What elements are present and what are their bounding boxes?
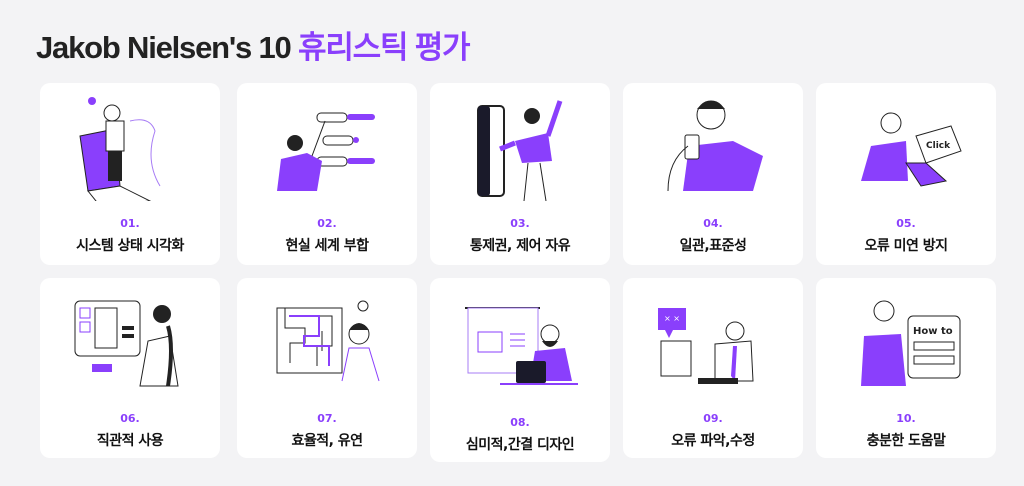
card-label: 오류 파악,수정 bbox=[671, 433, 755, 449]
heuristic-card-06[interactable]: 06. 직관적 사용 bbox=[40, 278, 220, 458]
card-label: 직관적 사용 bbox=[96, 433, 164, 449]
page-title: Jakob Nielsen's 10 휴리스틱 평가 bbox=[36, 30, 471, 65]
card-label: 통제권, 제어 자유 bbox=[469, 238, 571, 254]
heuristic-card-08[interactable]: 08. 심미적,간결 디자인 bbox=[430, 278, 610, 462]
card-label: 효율적, 유연 bbox=[291, 433, 363, 449]
laptop-person-illustration bbox=[79, 97, 161, 201]
card-number: 08. bbox=[510, 416, 530, 429]
card-label: 일관,표준성 bbox=[679, 238, 747, 254]
card-label: 오류 미연 방지 bbox=[864, 238, 948, 254]
heuristic-card-09[interactable]: × × 09. 오류 파악,수정 bbox=[623, 278, 803, 458]
card-number: 02. bbox=[317, 217, 337, 230]
maze-lightbulb-illustration bbox=[276, 300, 380, 382]
card-number: 07. bbox=[317, 412, 337, 425]
card-label: 시스템 상태 시각화 bbox=[76, 238, 184, 254]
svg-text:× ×: × × bbox=[664, 314, 680, 323]
error-monitor-illustration: × × bbox=[658, 308, 754, 384]
svg-text:How to: How to bbox=[913, 326, 953, 337]
click-keyboard-illustration: Click bbox=[861, 112, 962, 187]
card-number: 09. bbox=[703, 412, 723, 425]
card-number: 05. bbox=[896, 217, 916, 230]
switch-panel-illustration bbox=[277, 112, 375, 191]
card-label: 심미적,간결 디자인 bbox=[465, 437, 575, 453]
card-number: 01. bbox=[120, 217, 140, 230]
presentation-laptop-illustration bbox=[465, 307, 578, 385]
heuristic-card-07[interactable]: 07. 효율적, 유연 bbox=[237, 278, 417, 458]
card-number: 03. bbox=[510, 217, 530, 230]
heuristic-card-01[interactable]: 01. 시스템 상태 시각화 bbox=[40, 83, 220, 265]
heuristic-card-04[interactable]: 04. 일관,표준성 bbox=[623, 83, 803, 265]
phone-person-illustration bbox=[667, 100, 763, 192]
card-label: 충분한 도움말 bbox=[866, 433, 946, 449]
card-number: 10. bbox=[896, 412, 916, 425]
door-exit-illustration bbox=[477, 100, 563, 201]
wireframe-monitor-illustration bbox=[74, 300, 179, 387]
card-number: 04. bbox=[703, 217, 723, 230]
heuristic-card-10[interactable]: How to 10. 충분한 도움말 bbox=[816, 278, 996, 458]
heuristic-card-02[interactable]: 02. 현실 세계 부합 bbox=[237, 83, 417, 265]
heuristic-card-03[interactable]: 03. 통제권, 제어 자유 bbox=[430, 83, 610, 265]
heuristic-card-05[interactable]: Click 05. 오류 미연 방지 bbox=[816, 83, 996, 265]
how-to-sign-illustration: How to bbox=[861, 300, 961, 386]
card-label: 현실 세계 부합 bbox=[285, 238, 369, 254]
svg-text:Click: Click bbox=[926, 141, 951, 151]
card-number: 06. bbox=[120, 412, 140, 425]
